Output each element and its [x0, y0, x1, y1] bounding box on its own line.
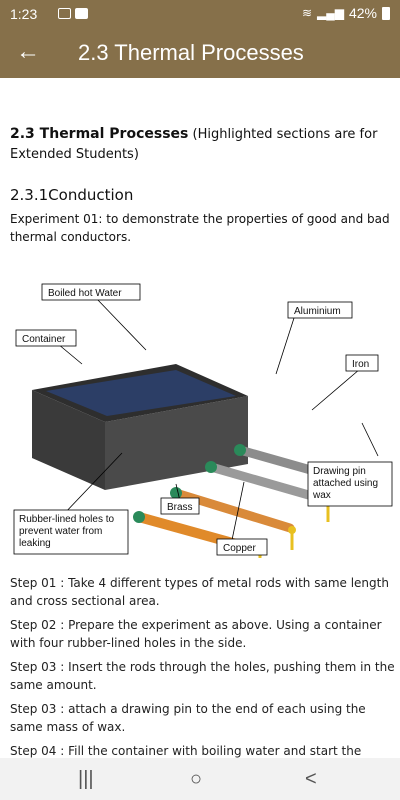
- section-title-text: 2.3 Thermal Processes: [10, 126, 189, 142]
- experiment-text: to demonstrate the properties of good an…: [10, 212, 390, 244]
- conduction-experiment-figure: Boiled hot Water Container Aluminium Iro…: [13, 283, 393, 558]
- label-holes-3: leaking: [19, 538, 51, 549]
- label-brass: Brass: [167, 502, 193, 513]
- youtube-icon: [75, 8, 88, 19]
- experiment-label: Experiment 01:: [10, 212, 103, 226]
- section-note: (Highlighted sections are for Extended S…: [10, 127, 378, 162]
- experiment-description: Experiment 01: to demonstrate the proper…: [10, 210, 390, 246]
- label-copper: Copper: [223, 543, 256, 554]
- label-drawing-pin-1: Drawing pin: [313, 466, 366, 477]
- label-aluminium: Aluminium: [294, 306, 341, 317]
- step-item: Step 03 : attach a drawing pin to the en…: [10, 702, 366, 734]
- arrow-left-icon[interactable]: ←: [16, 38, 40, 65]
- battery-icon: [382, 6, 390, 20]
- step-item: Step 01 : Take 4 different types of meta…: [10, 576, 389, 608]
- label-container: Container: [22, 334, 66, 345]
- status-right: ≋ ▂▄▆ 42%: [302, 5, 390, 21]
- water-surface: [46, 370, 236, 416]
- label-iron: Iron: [352, 359, 369, 370]
- status-time: 1:23: [10, 6, 38, 22]
- app-bar: ← 2.3 Thermal Processes: [0, 28, 400, 78]
- section-title: 2.3 Thermal Processes (Highlighted secti…: [10, 124, 390, 165]
- label-drawing-pin-3: wax: [312, 490, 331, 501]
- container-front: [32, 390, 105, 490]
- status-bar: 1:23 ≋ ▂▄▆ 42%: [0, 0, 400, 28]
- gallery-icon: [58, 8, 71, 19]
- label-holes-2: prevent water from: [19, 526, 102, 537]
- step-item: Step 03 : Insert the rods through the ho…: [10, 660, 395, 692]
- wifi-icon: ≋: [301, 6, 312, 20]
- step-item: Step 02 : Prepare the experiment as abov…: [10, 618, 382, 650]
- label-boiled-water: Boiled hot Water: [48, 288, 122, 299]
- recents-button[interactable]: |||: [78, 768, 94, 790]
- notification-icons: [58, 8, 88, 19]
- signal-icon: ▂▄▆: [317, 6, 344, 20]
- label-holes-1: Rubber-lined holes to: [19, 514, 114, 525]
- subsection-heading: 2.3.1Conduction: [10, 186, 134, 204]
- page-title: 2.3 Thermal Processes: [78, 40, 304, 65]
- pointer-lines: [57, 297, 379, 541]
- system-nav-bar: ||| ○ <: [0, 758, 400, 800]
- battery-percent: 42%: [348, 5, 377, 21]
- step-item: Step 04 : Fill the container with boilin…: [10, 744, 362, 758]
- label-drawing-pin-2: attached using: [313, 478, 378, 489]
- home-button[interactable]: ○: [190, 768, 203, 790]
- back-button[interactable]: <: [305, 768, 317, 790]
- document-content[interactable]: 2.3 Thermal Processes (Highlighted secti…: [0, 78, 400, 758]
- steps-list: Step 01 : Take 4 different types of meta…: [10, 574, 395, 758]
